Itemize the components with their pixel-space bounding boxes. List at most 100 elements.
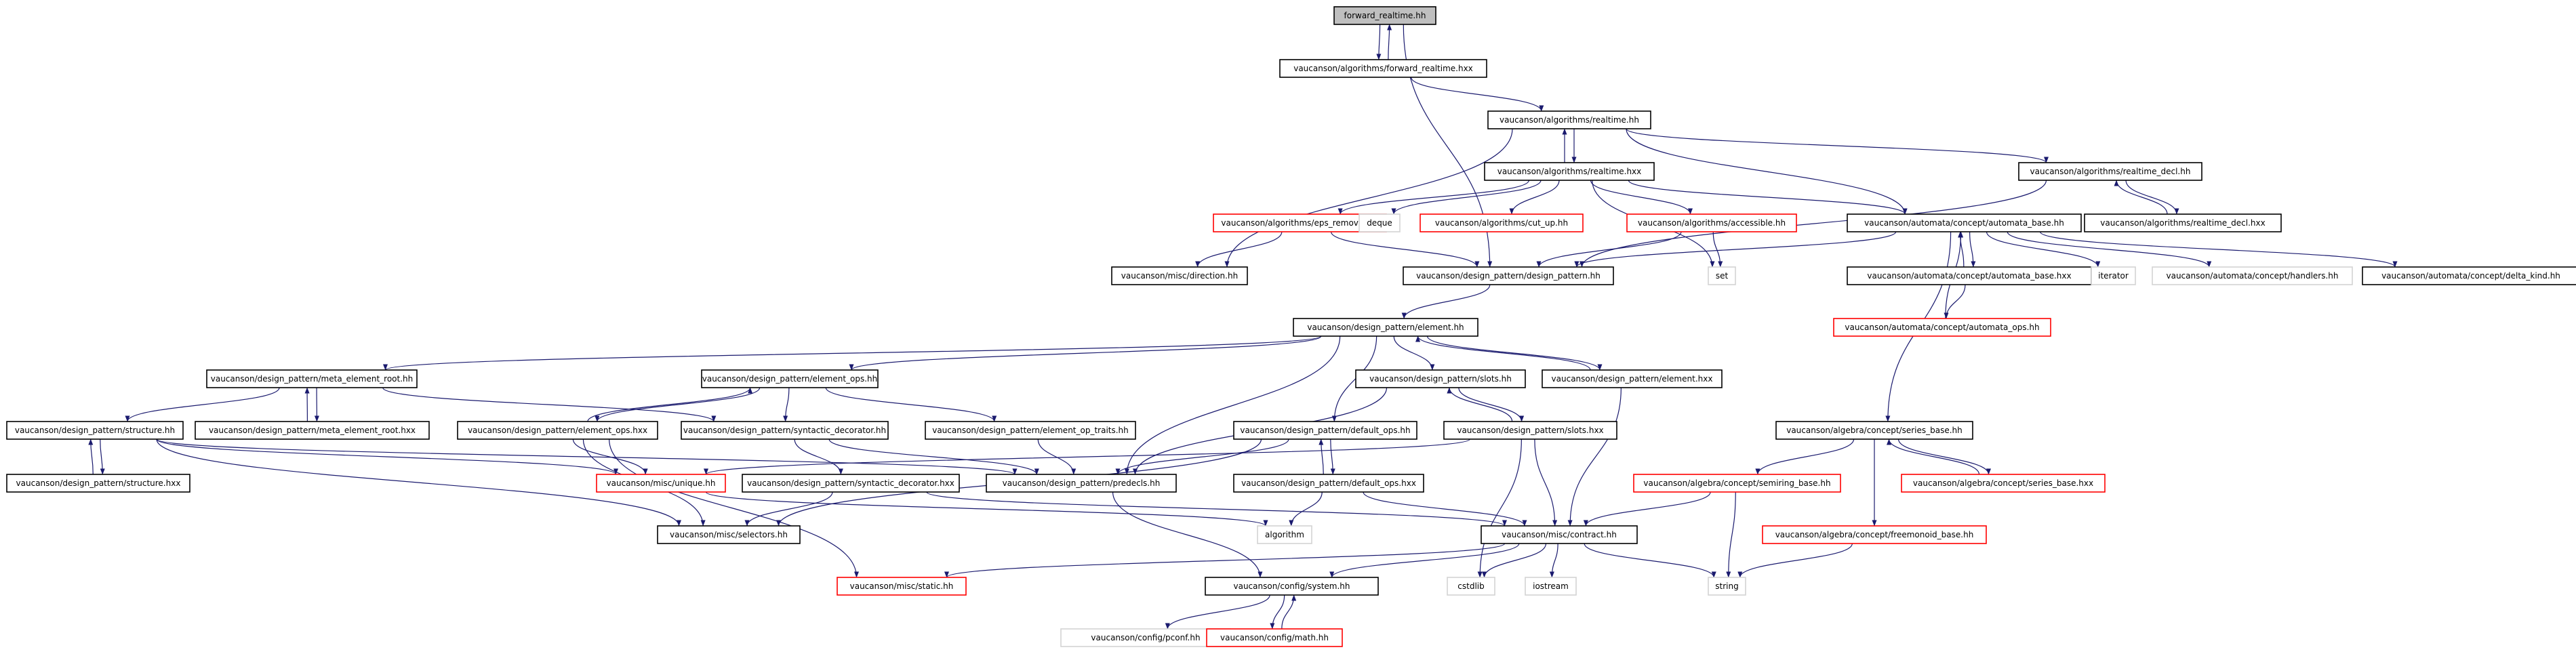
- edge-ab_hh-to-ab_hxx: [1969, 231, 1976, 268]
- edge-synd_hh-to-pred: [828, 438, 1039, 475]
- file-node-set[interactable]: set: [1708, 266, 1736, 285]
- edge-el_hh-to-el_hxx: [1426, 335, 1603, 371]
- file-node-vaucanson-algebra-concept-series-base-hxx[interactable]: vaucanson/algebra/concept/series_base.hx…: [1901, 474, 2106, 493]
- file-node-vaucanson-design-pattern-design-pattern-hh[interactable]: vaucanson/design_pattern/design_pattern.…: [1403, 266, 1614, 285]
- node-label: vaucanson/design_pattern/element_ops.hh: [702, 374, 878, 384]
- file-node-cstdlib[interactable]: cstdlib: [1447, 577, 1495, 596]
- file-node-vaucanson-design-pattern-element-ops-hh[interactable]: vaucanson/design_pattern/element_ops.hh: [701, 369, 879, 388]
- file-node-vaucanson-algebra-concept-series-base-hh[interactable]: vaucanson/algebra/concept/series_base.hh: [1775, 421, 1973, 440]
- file-node-vaucanson-misc-direction-hh[interactable]: vaucanson/misc/direction.hh: [1111, 266, 1248, 285]
- node-label: vaucanson/design_pattern/element.hh: [1307, 323, 1464, 332]
- node-label: vaucanson/design_pattern/default_ops.hxx: [1241, 478, 1416, 488]
- node-box: [1233, 421, 1417, 440]
- file-node-vaucanson-design-pattern-syntactic-decorator-hh[interactable]: vaucanson/design_pattern/syntactic_decor…: [681, 421, 889, 440]
- file-node-algorithm[interactable]: algorithm: [1257, 525, 1312, 544]
- file-node-iterator[interactable]: iterator: [2091, 266, 2136, 285]
- file-node-vaucanson-design-pattern-default-ops-hh[interactable]: vaucanson/design_pattern/default_ops.hh: [1233, 421, 1417, 440]
- file-node-vaucanson-algorithms-forward-realtime-hxx[interactable]: vaucanson/algorithms/forward_realtime.hx…: [1279, 59, 1487, 78]
- node-box: [206, 369, 418, 388]
- edge-slots_hxx-to-unique: [704, 438, 1470, 475]
- edge-unique-to-algorithm: [705, 491, 1268, 527]
- node-label: vaucanson/design_pattern/structure.hh: [15, 426, 175, 435]
- file-node-vaucanson-automata-concept-automata-base-hxx[interactable]: vaucanson/automata/concept/automata_base…: [1847, 266, 2092, 285]
- file-node-vaucanson-design-pattern-element-hxx[interactable]: vaucanson/design_pattern/element.hxx: [1542, 369, 1723, 388]
- node-label: vaucanson/design_pattern/structure.hxx: [16, 478, 181, 488]
- file-node-vaucanson-algorithms-realtime-decl-hh[interactable]: vaucanson/algorithms/realtime_decl.hh: [2018, 162, 2202, 181]
- file-node-vaucanson-design-pattern-slots-hh[interactable]: vaucanson/design_pattern/slots.hh: [1355, 369, 1526, 388]
- node-box: [1487, 110, 1651, 129]
- file-node-vaucanson-config-pconf-hh[interactable]: vaucanson/config/pconf.hh: [1060, 628, 1231, 647]
- edge-rt_decl_hh-to-dp_hh: [1579, 180, 2047, 268]
- node-label: vaucanson/automata/concept/automata_base…: [1864, 218, 2064, 228]
- file-node-vaucanson-algebra-concept-freemonoid-base-hh[interactable]: vaucanson/algebra/concept/freemonoid_bas…: [1762, 525, 1987, 544]
- edge-el_hh-to-pred: [1124, 335, 1341, 475]
- node-box: [6, 474, 190, 493]
- node-box: [701, 369, 879, 388]
- node-label: deque: [1367, 218, 1392, 228]
- edge-semiring-to-string: [1726, 491, 1736, 578]
- node-label: vaucanson/algebra/concept/series_base.hh: [1786, 426, 1963, 435]
- file-node-vaucanson-design-pattern-element-op-traits-hh[interactable]: vaucanson/design_pattern/element_op_trai…: [925, 421, 1136, 440]
- edge-system-to-pconf: [1165, 594, 1270, 630]
- edge-contract-to-iostream: [1549, 543, 1558, 578]
- file-node-vaucanson-config-system-hh[interactable]: vaucanson/config/system.hh: [1205, 577, 1379, 596]
- file-node-vaucanson-design-pattern-structure-hxx[interactable]: vaucanson/design_pattern/structure.hxx: [6, 474, 190, 493]
- file-node-forward-realtime-hh[interactable]: forward_realtime.hh: [1333, 6, 1436, 25]
- node-label: vaucanson/design_pattern/meta_element_ro…: [211, 374, 414, 384]
- file-node-vaucanson-algorithms-realtime-hh[interactable]: vaucanson/algorithms/realtime.hh: [1487, 110, 1651, 129]
- edge-sb_hxx-to-sb_hh: [1887, 438, 1980, 475]
- file-node-vaucanson-automata-concept-delta-kind-hh[interactable]: vaucanson/automata/concept/delta_kind.hh: [2362, 266, 2576, 285]
- node-box: [2362, 266, 2576, 285]
- edge-eps-to-direction: [1195, 231, 1283, 268]
- file-node-vaucanson-algorithms-realtime-decl-hxx[interactable]: vaucanson/algorithms/realtime_decl.hxx: [2084, 213, 2282, 232]
- file-node-vaucanson-misc-static-hh[interactable]: vaucanson/misc/static.hh: [837, 577, 967, 596]
- file-node-vaucanson-design-pattern-predecls-hh[interactable]: vaucanson/design_pattern/predecls.hh: [986, 474, 1177, 493]
- node-label: vaucanson/algorithms/realtime.hh: [1500, 115, 1639, 125]
- file-node-vaucanson-design-pattern-syntactic-decorator-hxx[interactable]: vaucanson/design_pattern/syntactic_decor…: [742, 474, 960, 493]
- edge-dops_hxx-to-dops_hh: [1319, 438, 1324, 475]
- edge-ab_hh-to-handlers: [2007, 231, 2212, 268]
- file-node-vaucanson-algorithms-realtime-hxx[interactable]: vaucanson/algorithms/realtime.hxx: [1484, 162, 1655, 181]
- file-node-vaucanson-design-pattern-slots-hxx[interactable]: vaucanson/design_pattern/slots.hxx: [1443, 421, 1617, 440]
- edge-slots_hxx-to-contract: [1534, 438, 1558, 527]
- file-node-vaucanson-algorithms-cut-up-hh[interactable]: vaucanson/algorithms/cut_up.hh: [1420, 213, 1584, 232]
- file-node-iostream[interactable]: iostream: [1525, 577, 1577, 596]
- file-node-vaucanson-automata-concept-handlers-hh[interactable]: vaucanson/automata/concept/handlers.hh: [2152, 266, 2353, 285]
- node-box: [1525, 577, 1577, 596]
- node-label: vaucanson/algebra/concept/freemonoid_bas…: [1775, 530, 1974, 539]
- edge-el_hh-to-mer_hh: [383, 335, 1322, 371]
- file-node-vaucanson-algebra-concept-semiring-base-hh[interactable]: vaucanson/algebra/concept/semiring_base.…: [1633, 474, 1841, 493]
- edge-rt_hh-to-ab_hh: [1626, 128, 1908, 215]
- file-node-vaucanson-misc-selectors-hh[interactable]: vaucanson/misc/selectors.hh: [657, 525, 801, 544]
- edge-mer_hh-to-synd_hh: [382, 387, 717, 422]
- node-box: [1901, 474, 2106, 493]
- node-box: [596, 474, 726, 493]
- node-label: vaucanson/automata/concept/handlers.hh: [2166, 271, 2338, 281]
- node-box: [1633, 474, 1841, 493]
- file-node-vaucanson-design-pattern-meta-element-root-hxx[interactable]: vaucanson/design_pattern/meta_element_ro…: [195, 421, 430, 440]
- file-node-vaucanson-misc-unique-hh[interactable]: vaucanson/misc/unique.hh: [596, 474, 726, 493]
- node-label: vaucanson/design_pattern/syntactic_decor…: [683, 426, 886, 435]
- file-node-vaucanson-misc-contract-hh[interactable]: vaucanson/misc/contract.hh: [1481, 525, 1638, 544]
- file-node-vaucanson-design-pattern-meta-element-root-hh[interactable]: vaucanson/design_pattern/meta_element_ro…: [206, 369, 418, 388]
- file-node-deque[interactable]: deque: [1359, 213, 1401, 232]
- node-label: vaucanson/design_pattern/default_ops.hh: [1240, 426, 1410, 435]
- file-node-vaucanson-design-pattern-default-ops-hxx[interactable]: vaucanson/design_pattern/default_ops.hxx: [1233, 474, 1424, 493]
- file-node-vaucanson-design-pattern-structure-hh[interactable]: vaucanson/design_pattern/structure.hh: [6, 421, 184, 440]
- node-box: [1403, 266, 1614, 285]
- file-node-vaucanson-design-pattern-element-hh[interactable]: vaucanson/design_pattern/element.hh: [1293, 318, 1478, 337]
- file-node-vaucanson-automata-concept-automata-ops-hh[interactable]: vaucanson/automata/concept/automata_ops.…: [1833, 318, 2051, 337]
- file-node-string[interactable]: string: [1708, 577, 1746, 596]
- edge-rt_hxx-to-eps: [1337, 180, 1529, 215]
- node-box: [1333, 6, 1436, 25]
- file-node-vaucanson-design-pattern-element-ops-hxx[interactable]: vaucanson/design_pattern/element_ops.hxx: [457, 421, 658, 440]
- node-box: [1420, 213, 1584, 232]
- node-box: [1775, 421, 1973, 440]
- node-box: [2084, 213, 2282, 232]
- node-label: vaucanson/design_pattern/slots.hxx: [1457, 426, 1603, 435]
- node-label: vaucanson/design_pattern/meta_element_ro…: [209, 426, 416, 435]
- file-node-vaucanson-automata-concept-automata-base-hh[interactable]: vaucanson/automata/concept/automata_base…: [1847, 213, 2082, 232]
- file-node-vaucanson-config-math-hh[interactable]: vaucanson/config/math.hh: [1206, 628, 1343, 647]
- file-node-vaucanson-algorithms-accessible-hh[interactable]: vaucanson/algorithms/accessible.hh: [1626, 213, 1797, 232]
